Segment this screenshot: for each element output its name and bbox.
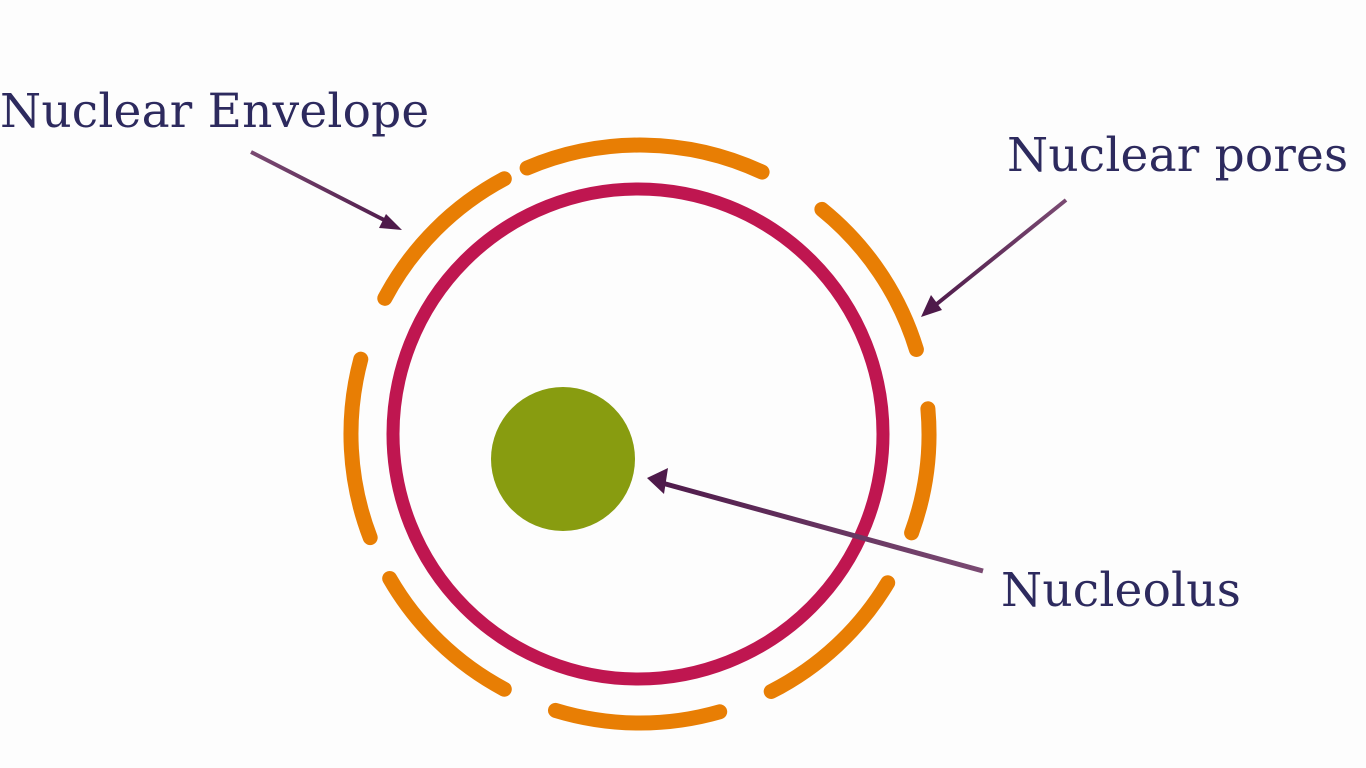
outer-membrane-segment	[382, 571, 512, 697]
outer-membrane-segment	[519, 137, 770, 180]
arrow-nuclear-envelope	[250, 150, 402, 230]
outer-membrane-segment	[377, 171, 512, 306]
arrow-nucleolus	[647, 468, 984, 574]
arrow-shaft	[250, 150, 389, 224]
outer-membrane-segment	[904, 401, 937, 541]
outer-membrane-segment	[814, 201, 924, 357]
arrow-head	[921, 295, 942, 317]
arrow-head	[379, 214, 402, 230]
inner-membrane	[386, 182, 890, 686]
arrow-nuclear-pores	[921, 198, 1068, 317]
arrow-shaft	[931, 198, 1068, 309]
label-nuclear-pores: Nuclear pores	[1007, 128, 1349, 183]
nucleolus-shape	[491, 387, 635, 531]
outer-membrane-segment	[343, 351, 378, 546]
outer-membrane	[343, 137, 937, 731]
arrow-shaft	[661, 480, 984, 574]
label-nuclear-envelope: Nuclear Envelope	[0, 84, 430, 139]
outer-membrane-segment	[548, 702, 728, 731]
outer-membrane-segment	[763, 575, 896, 699]
label-nucleolus: Nucleolus	[1001, 563, 1242, 618]
arrow-head	[647, 468, 668, 494]
